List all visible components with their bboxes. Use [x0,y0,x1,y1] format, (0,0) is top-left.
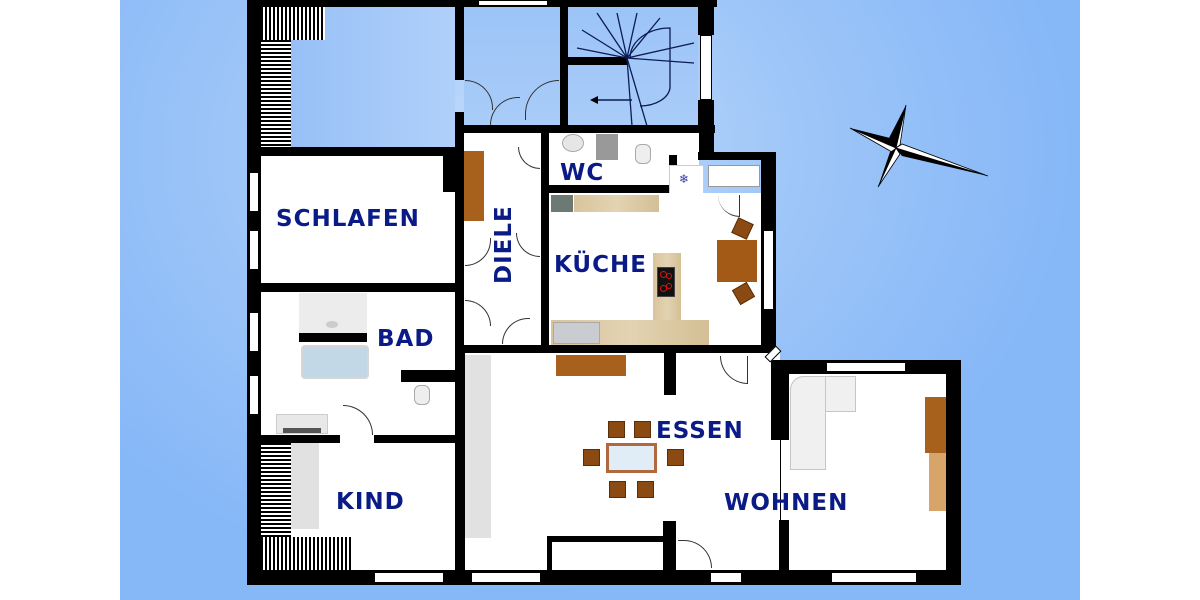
wall [455,345,465,585]
room-label-kind: KIND [336,489,405,515]
toilet-icon [414,385,430,405]
room-label-wc: WC [560,160,605,186]
wall-opening [780,440,789,520]
room-label-schlafen: SCHLAFEN [276,206,420,232]
shower-tray [596,134,618,160]
window [249,375,259,415]
wall [455,125,715,133]
window [249,172,259,212]
wall [455,0,464,80]
tv-cabinet [925,397,946,453]
kind-stairs-bottom [261,537,353,570]
wall [664,353,676,395]
room-label-bad: BAD [377,326,435,352]
wall [401,370,455,382]
cooktop-icon [657,267,675,297]
kitchen-sink [553,322,600,344]
spiral-stair-icon [572,8,698,127]
kitchen-counter-top [574,195,659,212]
chair [583,449,600,466]
fridge [669,165,704,195]
wall [547,536,665,542]
kitchen-table [717,240,757,282]
kind-wardrobe [291,443,319,529]
window [249,312,259,352]
window [374,572,444,583]
wall [247,147,464,156]
window [471,572,541,583]
chair [609,481,626,498]
snowflake-icon: ❄ [679,172,690,186]
room-label-kueche: KÜCHE [554,252,647,278]
room-label-diele: DIELE [491,205,517,284]
window [700,35,712,100]
chair [667,449,684,466]
sink-icon [562,134,584,152]
corner-sofa [790,376,856,470]
window [478,0,548,6]
room-schlafen [261,156,455,283]
essen-cabinet [465,355,491,538]
wall [771,360,789,440]
wall [541,185,671,193]
wall [247,283,464,292]
wall [698,152,776,160]
utility-box [708,165,760,187]
wall [560,0,568,130]
tv-cabinet-light [929,453,946,511]
window [710,572,742,583]
wall [455,345,775,353]
chair [634,421,651,438]
toilet-icon [635,144,651,164]
chair [608,421,625,438]
sideboard [556,355,626,376]
room-label-wohnen: WOHNEN [724,490,849,516]
wall [443,156,455,192]
outer-wall-left [247,0,261,585]
wall [455,112,464,352]
door-gap [340,435,374,443]
window [763,230,774,310]
wall [779,520,789,570]
bathtub-icon [301,345,369,379]
dining-table [606,443,657,473]
room-label-essen: ESSEN [656,418,744,444]
window [249,230,259,270]
chair [637,481,654,498]
terrace-stairs-top [261,7,325,40]
terrace-stairs-side [261,40,291,147]
shower-drain [326,321,338,328]
wall [547,536,552,570]
wall [299,333,367,342]
wardrobe [464,151,484,221]
wall [698,0,714,35]
dishwasher [551,195,573,212]
staircase-area [568,7,698,125]
washbasin-shelf [283,428,321,433]
wall [568,57,628,65]
wall [663,521,676,570]
kind-stairs-side [261,443,291,543]
compass-rose-icon [848,100,993,190]
wall [946,360,961,585]
window [831,572,917,583]
window [826,362,906,372]
wall [541,133,549,348]
